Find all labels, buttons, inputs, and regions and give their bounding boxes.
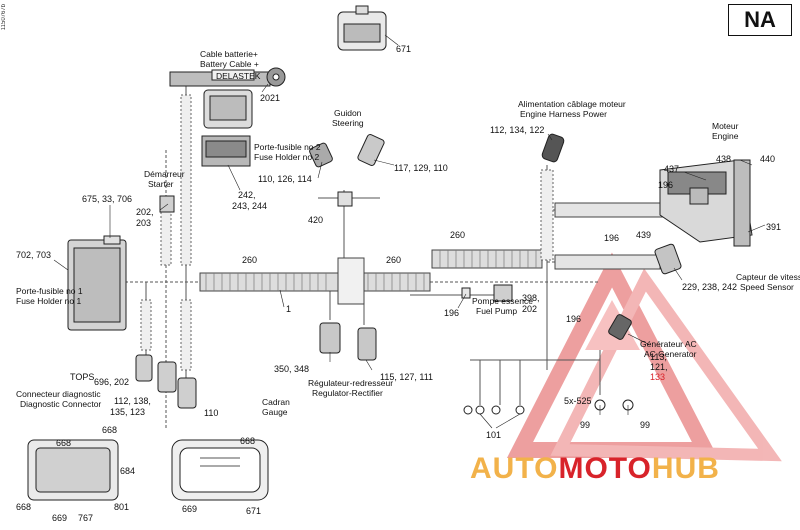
fuse1-en: Fuse Holder no 1 [16,296,81,306]
components [27,5,753,501]
callout-671-top: 671 [396,44,411,54]
callout-202-fuel: 202 [522,304,537,314]
watermark-hub: HUB [651,452,720,485]
callout-669-a: 669 [52,513,67,523]
callout-440: 440 [760,154,775,164]
callout-669-b: 669 [182,504,197,514]
callout-121: 121, [650,362,668,372]
callout-801: 801 [114,502,129,512]
callout-203: 203 [136,218,151,228]
fuse2-en: Fuse Holder no 2 [254,152,319,162]
callout-99-b: 99 [640,420,650,430]
tops-label: TOPS [70,372,94,382]
guidon-fr: Guidon [334,108,362,118]
callout-135-123: 135, 123 [110,407,145,417]
callout-696-202: 696, 202 [94,377,129,387]
callout-391: 391 [766,222,781,232]
speed-sensor-fr: Capteur de vitesse [736,272,800,282]
callout-112-138: 112, 138, [114,396,151,406]
callout-117-129-110: 117, 129, 110 [394,163,448,173]
engine-en: Engine [712,131,739,141]
callout-202: 202, [136,207,154,217]
callout-420: 420 [308,215,323,225]
starter-fr: Démarreur [144,169,185,179]
guidon-en: Steering [332,118,364,128]
callout-668-a: 668 [102,425,117,435]
gauge-fr: Cadran [262,397,290,407]
leader-lines [53,34,766,429]
callout-671-bottom: 671 [246,506,261,516]
harness-en: Engine Harness Power [520,109,607,119]
callout-437: 437 [664,164,679,174]
callout-668-c: 668 [16,502,31,512]
callout-101: 101 [486,430,501,440]
fuse1-fr: Porte-fusible no 1 [16,286,83,296]
regulator-fr: Régulateur-redresseur [308,378,393,388]
callout-112-134-122: 112, 134, 122 [490,125,544,135]
callout-260-b: 260 [386,255,401,265]
watermark-brand: AUTOMOTOHUB [470,452,720,486]
callout-99-a: 99 [580,420,590,430]
callout-243-244: 243, 244 [232,201,267,211]
callout-398: 398, [522,293,540,303]
callout-229-238-242: 229, 238, 242 [682,282,737,292]
battery-cable-en: Battery Cable + [200,59,259,69]
callout-2021: 2021 [260,93,280,103]
callout-110-126-114: 110, 126, 114 [258,174,312,184]
callout-260-a: 260 [242,255,257,265]
harness-fr: Alimentation câblage moteur [518,99,626,109]
callout-196-a: 196 [658,180,673,190]
fuse2-fr: Porte-fusible no 2 [254,142,321,152]
callout-675-33-706: 675, 33, 706 [82,194,132,204]
watermark-auto: AUTO [470,452,559,485]
region-badge: NA [728,4,792,36]
callout-115-127-111: 115, 127, 111 [380,372,433,382]
callout-133: 133 [650,372,665,382]
callout-350-348: 350, 348 [274,364,309,374]
callout-439: 439 [636,230,651,240]
starter-en: Starter [148,179,174,189]
callout-260-c: 260 [450,230,465,240]
callout-668-d: 668 [240,436,255,446]
callout-668-b: 668 [56,438,71,448]
regulator-en: Regulator-Rectifier [312,388,383,398]
callout-242: 242, [238,190,256,200]
battery-cable-fr: Cable batterie+ [200,49,258,59]
engine-fr: Moteur [712,121,739,131]
watermark-moto: MOTO [558,452,652,485]
callout-1: 1 [286,304,291,314]
callout-5x-525: 5x-525 [564,396,592,406]
callout-196-d: 196 [566,314,581,324]
ac-generator-en: AC Generator [644,349,697,359]
callout-438: 438 [716,154,731,164]
gauge-en: Gauge [262,407,288,417]
callout-196-c: 196 [444,308,459,318]
callout-196-b: 196 [604,233,619,243]
delastek-label: DELASTEK [216,71,261,81]
callout-113: 113, [650,352,667,362]
callout-702-703: 702, 703 [16,250,51,260]
ac-generator-fr: Générateur AC [640,339,697,349]
callout-767: 767 [78,513,93,523]
callout-110-bottom: 110 [204,408,218,418]
callout-684: 684 [120,466,135,476]
diag-connector-en: Diagnostic Connector [20,399,101,409]
fuel-pump-fr: Pompe essence [472,296,533,306]
speed-sensor-en: Speed Sensor [740,282,794,292]
diag-connector-fr: Connecteur diagnostic [16,389,101,399]
fuel-pump-en: Fuel Pump [476,306,517,316]
